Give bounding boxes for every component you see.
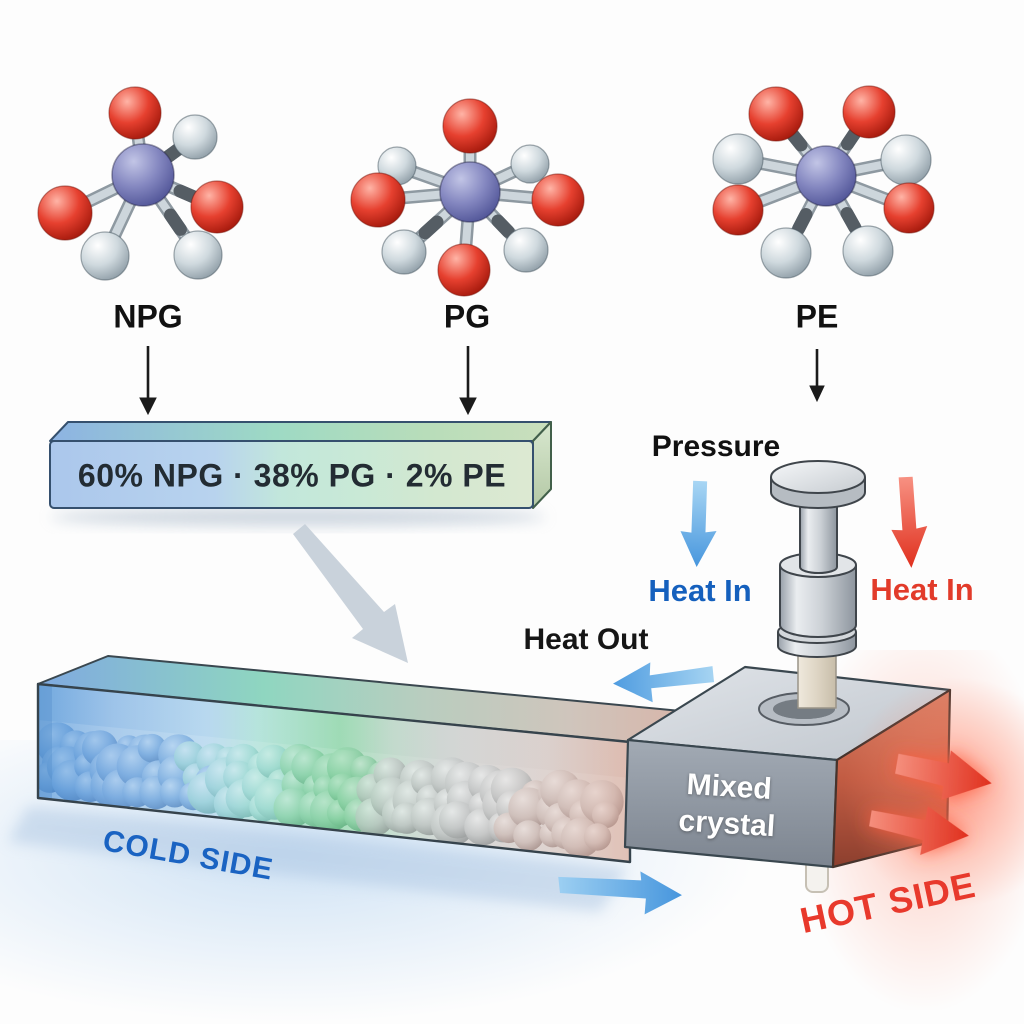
pg-down-arrow-icon: [459, 346, 477, 416]
pressure-label: Pressure: [651, 430, 781, 463]
npg-molecule-icon: [37, 86, 244, 281]
cold-flow-arrow-icon: [558, 871, 682, 915]
bar-shadow: [50, 508, 546, 526]
crystal-slab: [36, 655, 703, 864]
pe-label: PE: [795, 298, 839, 335]
mixed-crystal-line2: crystal: [677, 804, 777, 843]
composition-bar: [49, 421, 552, 509]
heat-out-arrow-icon: [613, 662, 715, 703]
composition-bar-label: 60% NPG · 38% PG · 2% PE: [77, 457, 507, 494]
mixed-crystal-box: [623, 665, 1024, 907]
transfer-arrow-icon: [293, 524, 408, 663]
piston: [758, 460, 866, 726]
hot-out-arrow-bottom-icon: [869, 806, 969, 856]
heat-in-hot-label: Heat In: [870, 572, 974, 607]
heat-in-cold-arrow-icon: [680, 480, 717, 567]
pg-label: PG: [443, 298, 491, 335]
npg-label: NPG: [113, 298, 183, 335]
pg-molecule-icon: [350, 98, 585, 297]
pe-down-arrow-icon: [809, 349, 825, 403]
hot-out-arrow-top-icon: [895, 750, 992, 800]
heat-in-hot-arrow-icon: [891, 476, 928, 568]
mixed-crystal-label: Mixed crystal: [677, 767, 778, 846]
slab-shadow: [8, 806, 628, 912]
heat-in-cold-label: Heat In: [648, 573, 752, 608]
hot-glow: [843, 677, 1024, 907]
pe-molecule-icon: [712, 85, 935, 279]
npg-down-arrow-icon: [139, 346, 157, 416]
mixed-crystal-line1: Mixed: [685, 767, 773, 807]
heat-out-label: Heat Out: [523, 623, 649, 656]
